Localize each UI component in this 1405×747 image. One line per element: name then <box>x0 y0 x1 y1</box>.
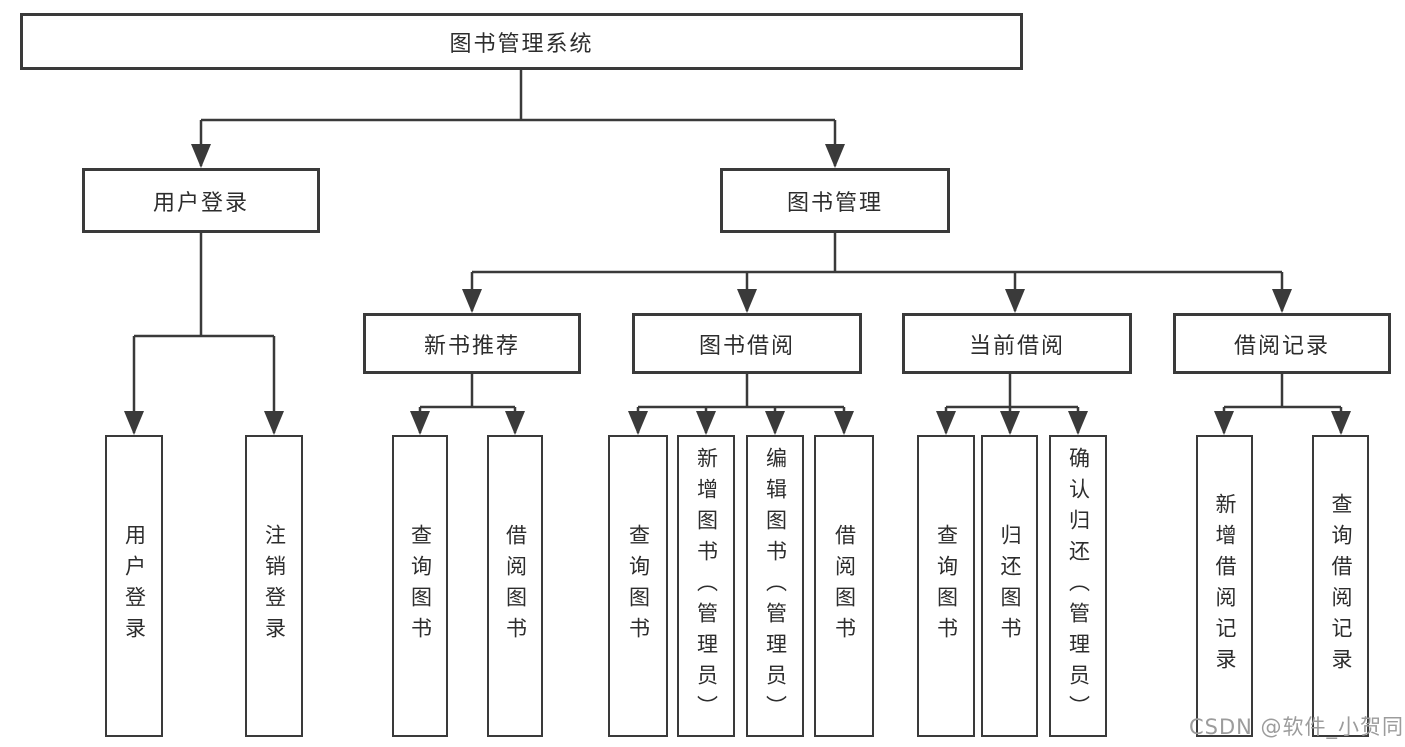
leaf-add-books-admin: 新增图书（管理员） <box>677 435 735 737</box>
leaf-label: 用户登录 <box>122 524 147 648</box>
node-label: 借阅记录 <box>1233 333 1330 359</box>
leaf-label: 查询图书 <box>934 524 959 648</box>
csdn-watermark: CSDN @软件_小贺同学 <box>1189 715 1405 739</box>
node-user-login: 用户登录 <box>82 168 320 233</box>
leaf-label: 确认归还（管理员） <box>1066 446 1091 726</box>
leaf-recommend-borrow-books: 借阅图书 <box>487 435 543 737</box>
leaf-label: 借阅图书 <box>503 524 528 648</box>
leaf-add-borrow-record: 新增借阅记录 <box>1196 435 1253 737</box>
leaf-label: 查询图书 <box>626 524 651 648</box>
leaf-return-books: 归还图书 <box>981 435 1038 737</box>
node-borrowing-records: 借阅记录 <box>1173 313 1391 374</box>
node-label: 用户登录 <box>152 190 249 216</box>
leaf-label: 借阅图书 <box>832 524 857 648</box>
leaf-label: 归还图书 <box>998 524 1022 648</box>
leaf-label: 注销登录 <box>262 524 287 648</box>
leaf-label: 查询借阅记录 <box>1329 493 1353 679</box>
leaf-label: 编辑图书（管理员） <box>763 446 788 726</box>
leaf-logout: 注销登录 <box>245 435 303 737</box>
node-book-borrowing: 图书借阅 <box>632 313 862 374</box>
leaf-borrowing-borrow-books: 借阅图书 <box>814 435 874 737</box>
leaf-edit-books-admin: 编辑图书（管理员） <box>746 435 804 737</box>
node-label: 新书推荐 <box>423 333 520 359</box>
leaf-borrowing-query-books: 查询图书 <box>608 435 668 737</box>
leaf-recommend-query-books: 查询图书 <box>392 435 448 737</box>
node-label: 图书管理系统 <box>449 31 594 57</box>
leaf-label: 新增图书（管理员） <box>694 446 719 726</box>
node-current-borrowing: 当前借阅 <box>902 313 1132 374</box>
leaf-query-borrow-record: 查询借阅记录 <box>1312 435 1369 737</box>
node-label: 图书管理 <box>786 190 883 216</box>
node-label: 图书借阅 <box>698 333 795 359</box>
leaf-label: 查询图书 <box>408 524 433 648</box>
leaf-current-query-books: 查询图书 <box>917 435 975 737</box>
node-new-book-recommend: 新书推荐 <box>363 313 581 374</box>
leaf-label: 新增借阅记录 <box>1213 493 1237 679</box>
node-library-management-system: 图书管理系统 <box>20 13 1023 70</box>
leaf-user-login: 用户登录 <box>105 435 163 737</box>
node-label: 当前借阅 <box>968 333 1065 359</box>
leaf-confirm-return-admin: 确认归还（管理员） <box>1049 435 1107 737</box>
node-book-management: 图书管理 <box>720 168 950 233</box>
